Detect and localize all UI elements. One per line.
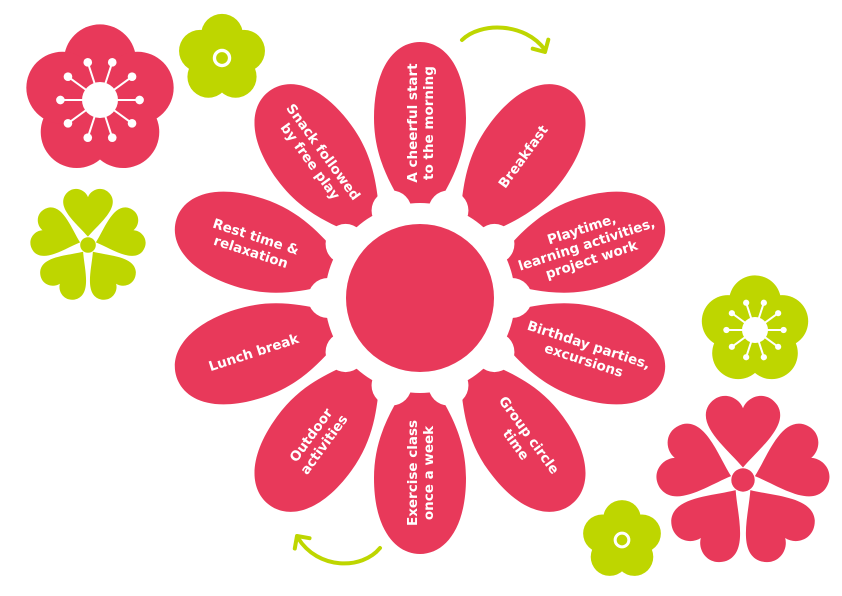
cycle-arrow-icon (460, 25, 551, 54)
petal-shape (174, 191, 368, 293)
flower-icon (26, 24, 174, 169)
petal-shape (254, 342, 388, 512)
petal: Lunch break (174, 303, 368, 405)
petal: Birthday parties,excursions (472, 303, 666, 405)
petal: Rest time &relaxation (174, 191, 368, 293)
petal: Playtime,learning activities,project wor… (472, 191, 666, 293)
petal-label: to the morning (421, 66, 437, 180)
flower-icon (701, 275, 809, 380)
petal: Breakfast (452, 84, 586, 254)
petal-label: Exercise class (405, 420, 421, 526)
petal-shape (452, 84, 586, 254)
flower-icon (583, 500, 661, 576)
petal-shape (254, 84, 388, 254)
petal-label: A cheerful start (405, 63, 421, 183)
flower-icon (30, 188, 146, 300)
petal-shape (472, 303, 666, 405)
center-disc (346, 224, 494, 372)
cycle-arrow-icon (292, 534, 382, 566)
flower-icon (656, 395, 830, 563)
petal-shape (174, 303, 368, 405)
petal-shape (452, 342, 586, 512)
petal-shape (472, 191, 666, 293)
flower-icon (179, 13, 265, 98)
petal-label: once a week (421, 425, 437, 520)
